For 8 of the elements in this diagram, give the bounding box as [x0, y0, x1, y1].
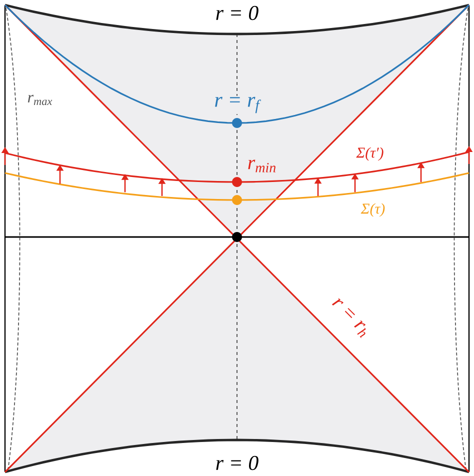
curve-label: Σ(τ)	[360, 203, 385, 217]
boundary-label: r = 0	[216, 456, 258, 470]
horizon-label: r = r$_{h}$	[332, 298, 366, 338]
curve-label: r$_{max}$	[28, 94, 52, 106]
boundary-label: r = 0	[216, 6, 258, 20]
curve-label: r$_{min}$	[248, 160, 276, 172]
curve-label: r = r$_{f}$	[213, 96, 261, 114]
curve-label: Σ(τ′)	[356, 147, 384, 161]
